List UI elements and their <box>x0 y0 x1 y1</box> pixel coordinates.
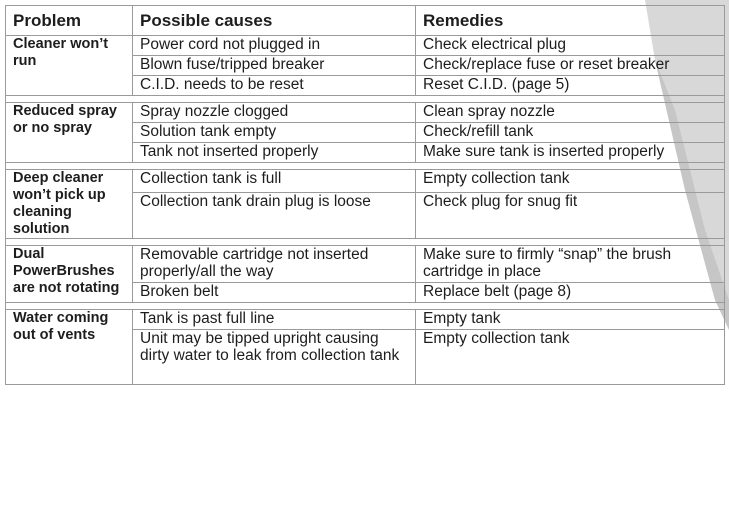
cause-cell: Tank is past full line <box>132 309 416 330</box>
cause-cell: Collection tank is full <box>132 168 416 194</box>
header-problem: Problem <box>5 5 133 36</box>
cause-cell: Unit may be tipped upright causing dirty… <box>132 329 416 385</box>
remedy-cell: Check plug for snug fit <box>415 192 725 239</box>
table-header-row: Problem Possible causes Remedies <box>5 5 725 36</box>
cause-cell: Solution tank empty <box>132 122 416 143</box>
group-spacer <box>5 302 725 310</box>
table-row: Tank not inserted properly Make sure tan… <box>6 142 725 163</box>
remedy-cell: Reset C.I.D. (page 5) <box>415 75 725 96</box>
remedy-cell: Make sure to firmly “snap” the brush car… <box>415 245 725 283</box>
remedy-cell: Empty collection tank <box>415 329 725 385</box>
remedy-cell: Make sure tank is inserted properly <box>415 142 725 163</box>
header-possible-causes: Possible causes <box>132 5 416 36</box>
remedy-cell: Empty collection tank <box>415 168 725 194</box>
table-row: Cleaner won’t run Power cord not plugged… <box>5 35 725 96</box>
table-row: Unit may be tipped upright causing dirty… <box>6 329 725 385</box>
group-spacer <box>5 95 725 103</box>
group-spacer <box>5 162 725 170</box>
problem-cell: Cleaner won’t run <box>5 35 133 96</box>
header-remedies: Remedies <box>415 5 725 36</box>
table-row: Blown fuse/tripped breaker Check/replace… <box>6 55 725 76</box>
table-row: Reduced spray or no spray Spray nozzle c… <box>5 102 725 163</box>
table-row: Water coming out of vents Tank is past f… <box>5 309 725 385</box>
cause-cell: Power cord not plugged in <box>132 35 416 56</box>
table-row: Dual PowerBrushes are not rotating Remov… <box>5 245 725 303</box>
remedy-cell: Check/replace fuse or reset breaker <box>415 55 725 76</box>
remedy-cell: Check electrical plug <box>415 35 725 56</box>
problem-cell: Deep cleaner won’t pick up cleaning solu… <box>5 169 133 239</box>
cause-cell: Tank not inserted properly <box>132 142 416 163</box>
remedy-cell: Replace belt (page 8) <box>415 282 725 303</box>
problem-cell: Water coming out of vents <box>5 309 133 385</box>
problem-cell: Reduced spray or no spray <box>5 102 133 163</box>
remedy-cell: Check/refill tank <box>415 122 725 143</box>
cause-cell: Removable cartridge not inserted properl… <box>132 245 416 283</box>
cause-cell: Spray nozzle clogged <box>132 102 416 123</box>
table-row: Collection tank drain plug is loose Chec… <box>6 192 725 239</box>
cause-cell: Blown fuse/tripped breaker <box>132 55 416 76</box>
remedy-cell: Empty tank <box>415 309 725 330</box>
remedy-cell: Clean spray nozzle <box>415 102 725 123</box>
table-row: Broken belt Replace belt (page 8) <box>6 282 725 303</box>
troubleshooting-table: Problem Possible causes Remedies Cleaner… <box>5 5 725 385</box>
table-row: Deep cleaner won’t pick up cleaning solu… <box>5 168 725 239</box>
cause-cell: Broken belt <box>132 282 416 303</box>
cause-cell: C.I.D. needs to be reset <box>132 75 416 96</box>
problem-cell: Dual PowerBrushes are not rotating <box>5 245 133 303</box>
group-spacer <box>5 238 725 246</box>
cause-cell: Collection tank drain plug is loose <box>132 192 416 239</box>
